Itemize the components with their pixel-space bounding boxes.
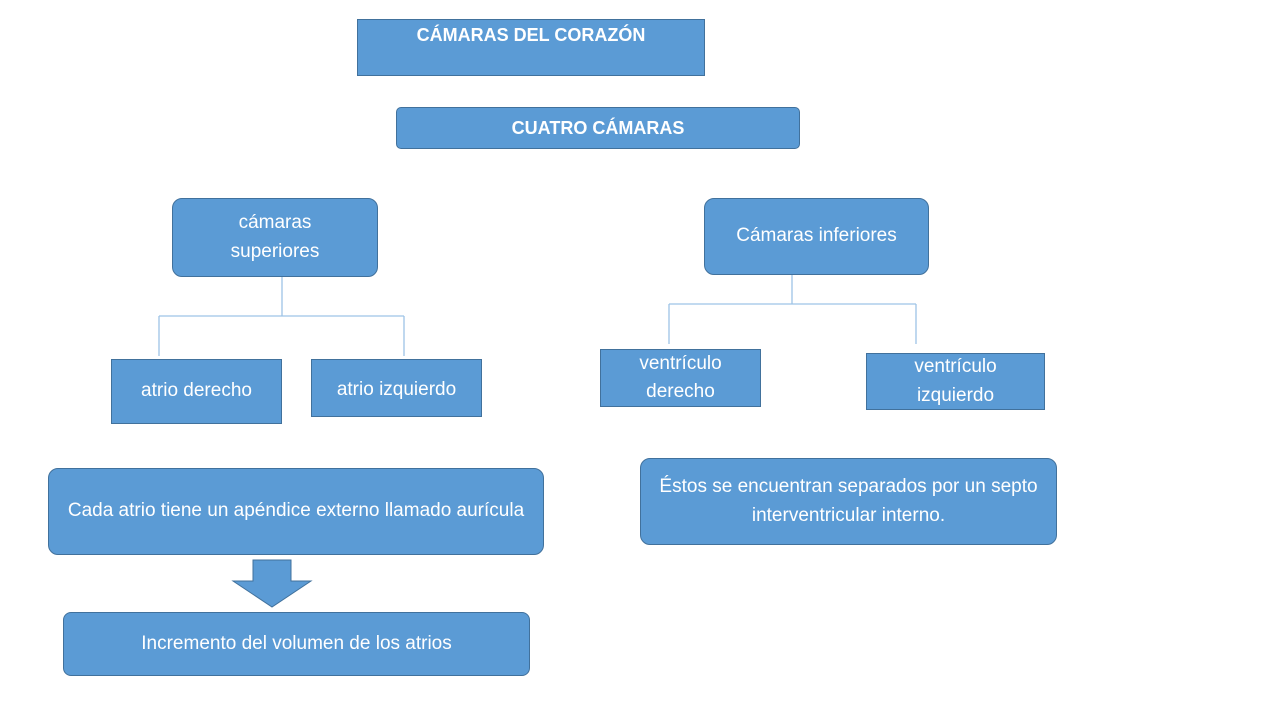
right-atrium-box: atrio derecho — [111, 359, 282, 424]
right-atrium-label: atrio derecho — [141, 380, 252, 402]
right-ventricle-label: ventrículo derecho — [639, 352, 722, 403]
atria-note-text: Cada atrio tiene un apéndice externo lla… — [67, 500, 525, 522]
right-ventricle-box: ventrículo derecho — [600, 349, 761, 407]
left-atrium-label: atrio izquierdo — [336, 379, 457, 400]
atria-result-text: Incremento del volumen de los atrios — [141, 632, 452, 654]
subtitle-box: CUATRO CÁMARAS — [396, 107, 800, 149]
title-text: CÁMARAS DEL CORAZÓN — [416, 25, 646, 45]
lower-connector — [668, 275, 917, 344]
left-ventricle-label: ventrículo izquierdo — [914, 356, 997, 406]
lower-chambers-box: Cámaras inferiores — [704, 198, 929, 275]
upper-connector — [158, 277, 405, 356]
upper-chambers-box: cámaras superiores — [172, 198, 378, 277]
atria-note-box: Cada atrio tiene un apéndice externo lla… — [48, 468, 544, 555]
subtitle-text: CUATRO CÁMARAS — [511, 117, 685, 138]
title-box: CÁMARAS DEL CORAZÓN — [357, 19, 705, 76]
lower-chambers-label: Cámaras inferiores — [736, 225, 897, 247]
atria-result-box: Incremento del volumen de los atrios — [63, 612, 530, 676]
ventricles-note-text: Éstos se encuentran separados por un sep… — [659, 476, 1038, 526]
left-ventricle-box: ventrículo izquierdo — [866, 353, 1045, 410]
left-atrium-box: atrio izquierdo — [311, 359, 482, 417]
upper-chambers-label: cámaras superiores — [230, 212, 320, 262]
ventricles-note-box: Éstos se encuentran separados por un sep… — [640, 458, 1057, 545]
down-arrow-icon — [231, 559, 313, 608]
